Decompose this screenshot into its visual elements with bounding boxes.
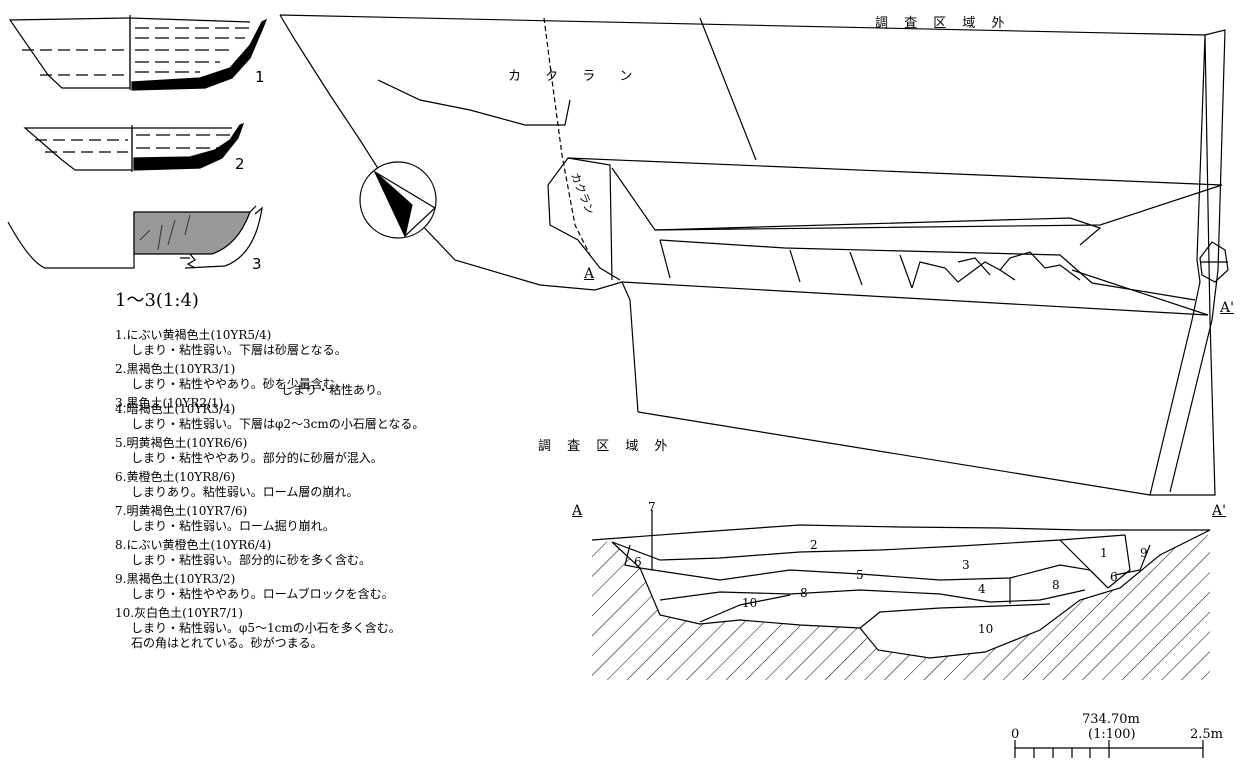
section-layer-label: 10: [742, 596, 758, 610]
section-point-a-prime: A': [1212, 503, 1226, 519]
section-layer-label: 2: [810, 538, 818, 552]
pottery-label-1: 1: [255, 68, 265, 86]
legend-item: 10.灰白色土(10YR7/1)しまり・粘性弱い。φ5〜1cmの小石を多く含む。…: [115, 606, 401, 650]
section-layer-label: 7: [648, 500, 656, 514]
section-layer-label: 1: [1100, 546, 1108, 560]
plan-outside-bottom: 調 査 区 域 外: [538, 439, 674, 454]
plan-view: [279, 14, 1229, 496]
section-view: [591, 510, 1211, 680]
plan-outside-top: 調 査 区 域 外: [875, 16, 1011, 31]
scale-ratio: (1:100): [1088, 727, 1136, 742]
legend-item: 2.黒褐色土(10YR3/1)しまり・粘性ややあり。砂を少量含む。: [115, 362, 347, 391]
legend-item: 8.にぶい黄橙色土(10YR6/4)しまり・粘性弱い。部分的に砂を多く含む。: [115, 538, 372, 567]
scale-bar: [1014, 740, 1204, 758]
section-layer-label: 9: [1140, 546, 1148, 560]
section-layer-label: 3: [962, 558, 970, 572]
plan-point-a-prime: A': [1220, 300, 1234, 316]
scale-max: 2.5m: [1190, 727, 1224, 742]
section-layer-label: 8: [800, 586, 808, 600]
scale-elevation: 734.70m: [1082, 712, 1140, 727]
plan-point-a: A: [584, 266, 595, 282]
legend-item: 7.明黄褐色土(10YR7/6)しまり・粘性弱い。ローム掘り崩れ。: [115, 504, 335, 533]
legend-item: 5.明黄褐色土(10YR6/6)しまり・粘性ややあり。部分的に砂層が混入。: [115, 436, 383, 465]
legend-item: 9.黒褐色土(10YR3/2)しまり・粘性ややあり。ロームブロックを含む。: [115, 572, 394, 601]
pottery-label-3: 3: [252, 255, 262, 273]
scale-min: 0: [1011, 727, 1020, 742]
legend-item: 6.黄橙色土(10YR8/6)しまりあり。粘性弱い。ローム層の崩れ。: [115, 470, 359, 499]
pottery-drawing-3: [7, 205, 263, 269]
pottery-drawing-2: [23, 123, 244, 172]
legend-item: 1.にぶい黄褐色土(10YR5/4)しまり・粘性弱い。下層は砂層となる。: [115, 328, 347, 357]
pottery-scale-label: 1〜3(1:4): [115, 290, 199, 311]
section-layer-label: 8: [1052, 578, 1060, 592]
soil-legend: 1.にぶい黄褐色土(10YR5/4)しまり・粘性弱い。下層は砂層となる。 2.黒…: [115, 328, 615, 655]
legend-item: 4.暗褐色土(10YR3/4)しまり・粘性弱い。下層はφ2〜3cmの小石層となる…: [115, 402, 425, 431]
north-arrow-icon: [359, 161, 437, 239]
pottery-label-2: 2: [235, 155, 245, 173]
section-layer-label: 10: [978, 622, 994, 636]
legend-item: 3.黒色土(10YR2/1)しまり・粘性あり。: [115, 383, 389, 410]
plan-disturbance-label: カ ク ラ ン: [508, 69, 643, 84]
section-layer-label: 5: [856, 568, 864, 582]
section-layer-label: 6: [634, 555, 642, 569]
section-layer-label: 6: [1110, 570, 1118, 584]
section-point-a: A: [572, 503, 583, 519]
pottery-drawing-1: [8, 15, 268, 91]
section-layer-label: 4: [978, 582, 986, 596]
